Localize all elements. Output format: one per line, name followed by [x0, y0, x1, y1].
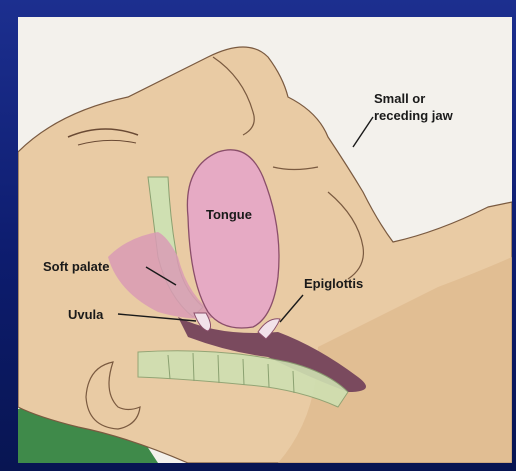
- anatomy-drawing: [18, 17, 512, 463]
- airway-illustration: Small or receding jaw Tongue Soft palate…: [18, 17, 512, 463]
- label-soft-palate: Soft palate: [43, 259, 109, 275]
- label-jaw-line2: receding jaw: [374, 108, 453, 124]
- label-tongue: Tongue: [206, 207, 252, 223]
- label-jaw-line1: Small or: [374, 91, 425, 107]
- label-epiglottis: Epiglottis: [304, 276, 363, 292]
- label-uvula: Uvula: [68, 307, 103, 323]
